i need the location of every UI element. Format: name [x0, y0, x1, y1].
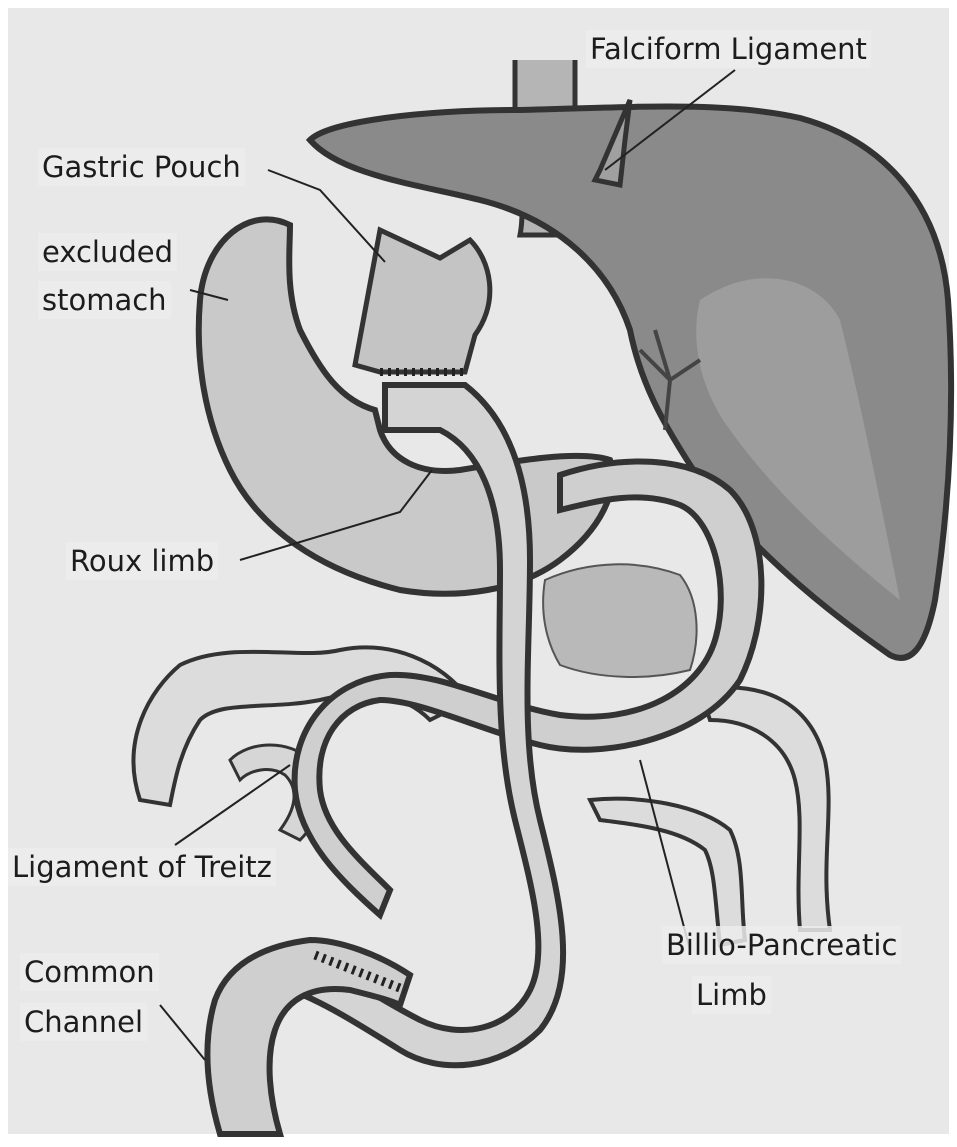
label-common-channel-line1: Common — [20, 953, 159, 991]
label-bilio-pancreatic-limb-line1: Billio-Pancreatic — [662, 926, 901, 964]
label-roux-limb: Roux limb — [66, 542, 218, 580]
label-excluded-stomach-line2: stomach — [38, 281, 171, 319]
label-excluded-stomach-line1: excluded — [38, 233, 177, 271]
label-gastric-pouch: Gastric Pouch — [38, 148, 245, 186]
pancreas — [543, 564, 696, 677]
label-ligament-of-treitz: Ligament of Treitz — [8, 848, 276, 886]
label-falciform-ligament: Falciform Ligament — [586, 30, 871, 68]
label-common-channel-line2: Channel — [20, 1003, 147, 1041]
label-bilio-pancreatic-limb-line2: Limb — [692, 976, 771, 1014]
